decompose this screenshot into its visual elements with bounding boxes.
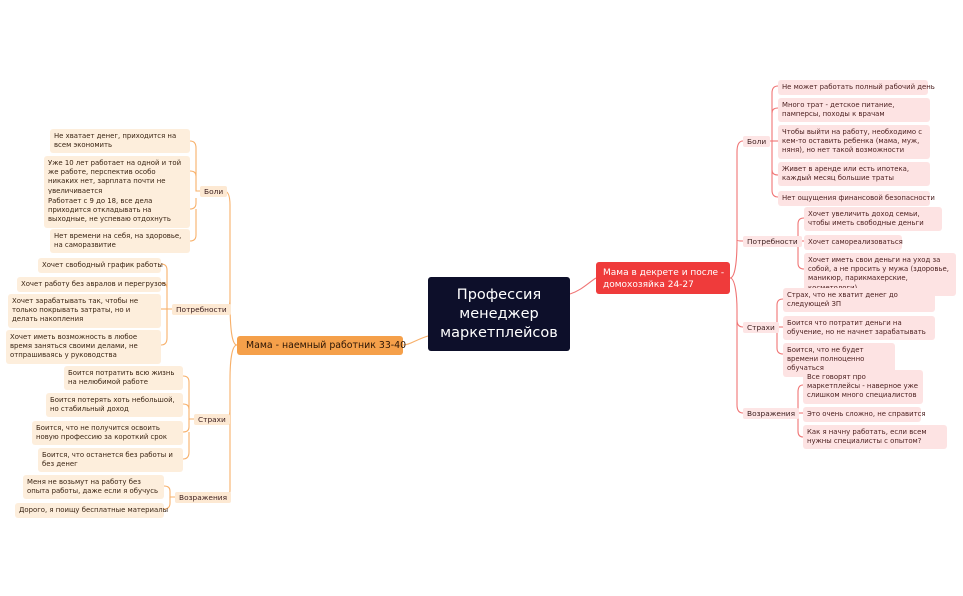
right-pain-item[interactable]: Много трат - детское питание, памперсы, …	[778, 98, 930, 123]
right-objection-item[interactable]: Это очень сложно, не справится	[803, 407, 926, 423]
right-category-fears[interactable]: Страхи	[743, 322, 779, 333]
left-need-item[interactable]: Хочет зарабатывать так, чтобы не только …	[8, 294, 161, 328]
right-objection-item[interactable]: Как я начну работать, если всем нужны сп…	[803, 425, 947, 450]
left-fear-item[interactable]: Боится, что не получится освоить новую п…	[32, 421, 183, 446]
right-category-pains[interactable]: Боли	[743, 136, 771, 147]
connector-central-right	[569, 277, 597, 295]
right-need-item[interactable]: Хочет самореализоваться	[804, 235, 903, 251]
left-objection-item[interactable]: Дорого, я поищу бесплатные материалы	[15, 503, 168, 519]
left-pain-item[interactable]: Уже 10 лет работает на одной и той же ра…	[44, 156, 190, 199]
branch-maternity-mom[interactable]: Мама в декрете и после - домохозяйка 24-…	[596, 262, 730, 294]
right-pain-item[interactable]: Не может работать полный рабочий день	[778, 80, 935, 96]
branch-working-mom-title: Мама - наемный работник 33-40	[246, 340, 407, 351]
left-pain-item[interactable]: Нет времени на себя, на здоровье, на сам…	[50, 229, 190, 254]
right-fear-item[interactable]: Страх, что не хватит денег до следующей …	[783, 288, 935, 313]
branch-working-mom[interactable]: Мама - наемный работник 33-40	[237, 336, 407, 355]
left-pain-item[interactable]: Работает с 9 до 18, все дела приходится …	[44, 194, 190, 228]
left-category-objections[interactable]: Возражения	[175, 492, 232, 503]
left-fear-item[interactable]: Боится потерять хоть небольшой, но стаби…	[46, 393, 183, 418]
left-fear-item[interactable]: Боится, что останется без работы и без д…	[38, 448, 183, 473]
right-pain-item[interactable]: Нет ощущения финансовой безопасности	[778, 191, 935, 207]
right-pain-item[interactable]: Живет в аренде или есть ипотека, каждый …	[778, 162, 930, 187]
left-need-item[interactable]: Хочет иметь возможность в любое время за…	[6, 330, 161, 364]
central-topic[interactable]: Профессия менеджер маркетплейсов	[428, 277, 570, 351]
connector-central-left	[402, 335, 429, 346]
left-category-needs[interactable]: Потребности	[172, 304, 231, 315]
right-branch-lines	[729, 85, 805, 438]
right-objection-item[interactable]: Все говорят про маркетплейсы - наверное …	[803, 370, 923, 404]
left-category-fears[interactable]: Страхи	[194, 414, 230, 425]
central-topic-title: Профессия менеджер маркетплейсов	[440, 287, 558, 341]
left-pain-item[interactable]: Не хватает денег, приходится на всем эко…	[50, 129, 190, 154]
left-need-item[interactable]: Хочет свободный график работы	[38, 258, 163, 274]
right-category-objections[interactable]: Возражения	[743, 408, 800, 419]
left-category-pains[interactable]: Боли	[200, 186, 228, 197]
right-fear-item[interactable]: Боится что потратит деньги на обучение, …	[783, 316, 935, 341]
right-pain-item[interactable]: Чтобы выйти на работу, необходимо с кем-…	[778, 125, 930, 159]
right-category-needs[interactable]: Потребности	[743, 236, 802, 247]
left-fear-item[interactable]: Боится потратить всю жизнь на нелюбимой …	[64, 366, 183, 391]
left-need-item[interactable]: Хочет работу без авралов и перегрузов	[17, 277, 166, 293]
left-objection-item[interactable]: Меня не возьмут на работу без опыта рабо…	[23, 475, 164, 500]
right-need-item[interactable]: Хочет увеличить доход семьи, чтобы иметь…	[804, 207, 942, 232]
branch-maternity-mom-title: Мама в декрете и после - домохозяйка 24-…	[603, 268, 725, 290]
